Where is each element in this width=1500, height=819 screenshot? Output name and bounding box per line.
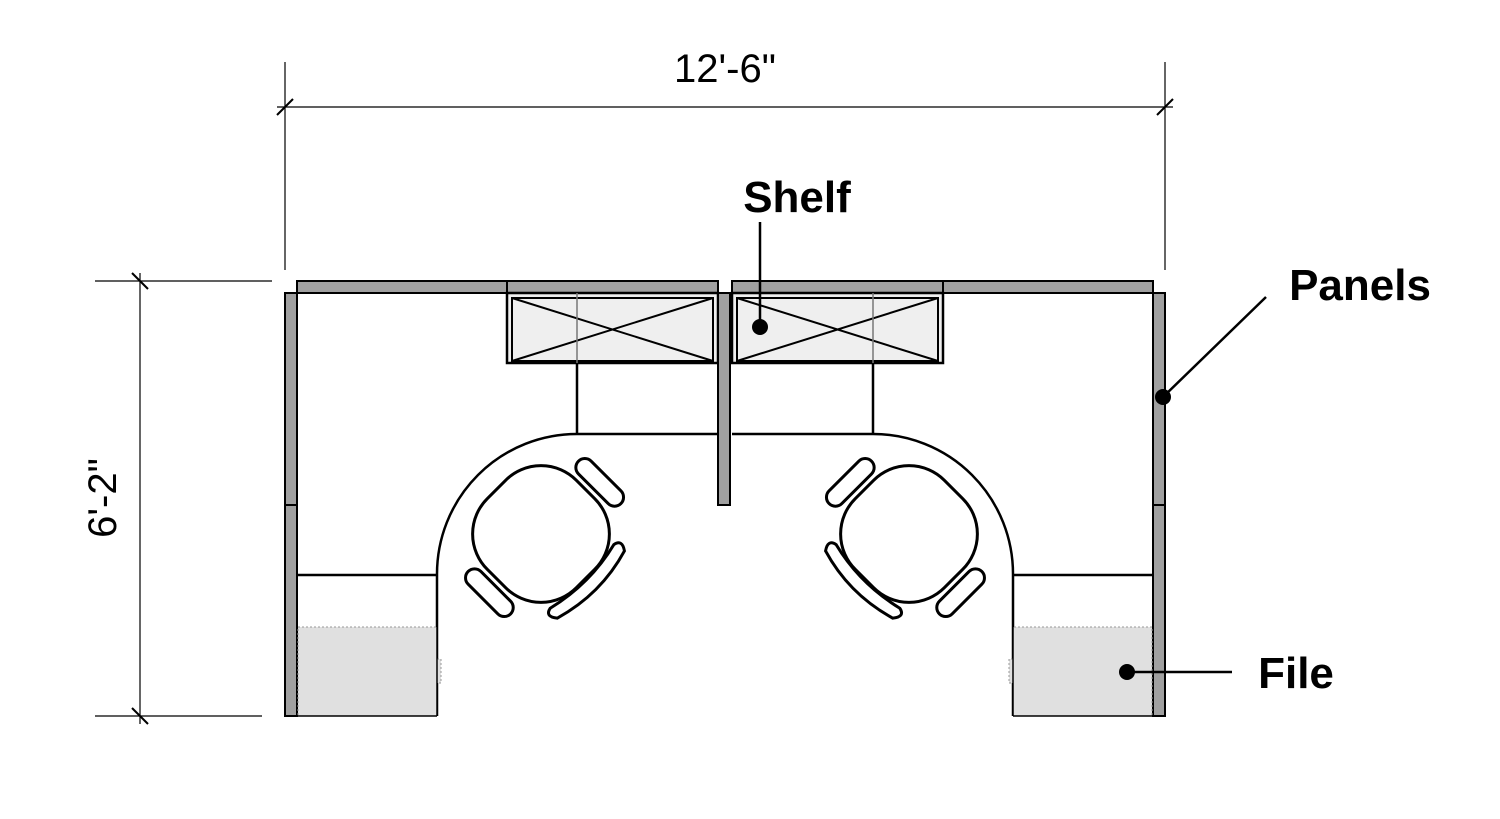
panels-leader-line	[1162, 296, 1267, 398]
file-label: File	[1258, 649, 1334, 698]
depth-dimension	[95, 272, 272, 725]
file-leader-dot	[1119, 664, 1135, 680]
shelf-label: Shelf	[743, 173, 851, 222]
left-workstation	[283, 279, 720, 718]
depth-dimension-text: 6'-2"	[81, 458, 125, 538]
panels-label: Panels	[1289, 261, 1431, 310]
right-workstation	[730, 279, 1167, 718]
center-divider-panel	[717, 292, 731, 506]
width-dimension	[276, 62, 1174, 270]
width-dimension-text: 12'-6"	[674, 47, 776, 91]
shelf-leader-dot	[752, 319, 768, 335]
panels-leader-dot	[1155, 389, 1171, 405]
